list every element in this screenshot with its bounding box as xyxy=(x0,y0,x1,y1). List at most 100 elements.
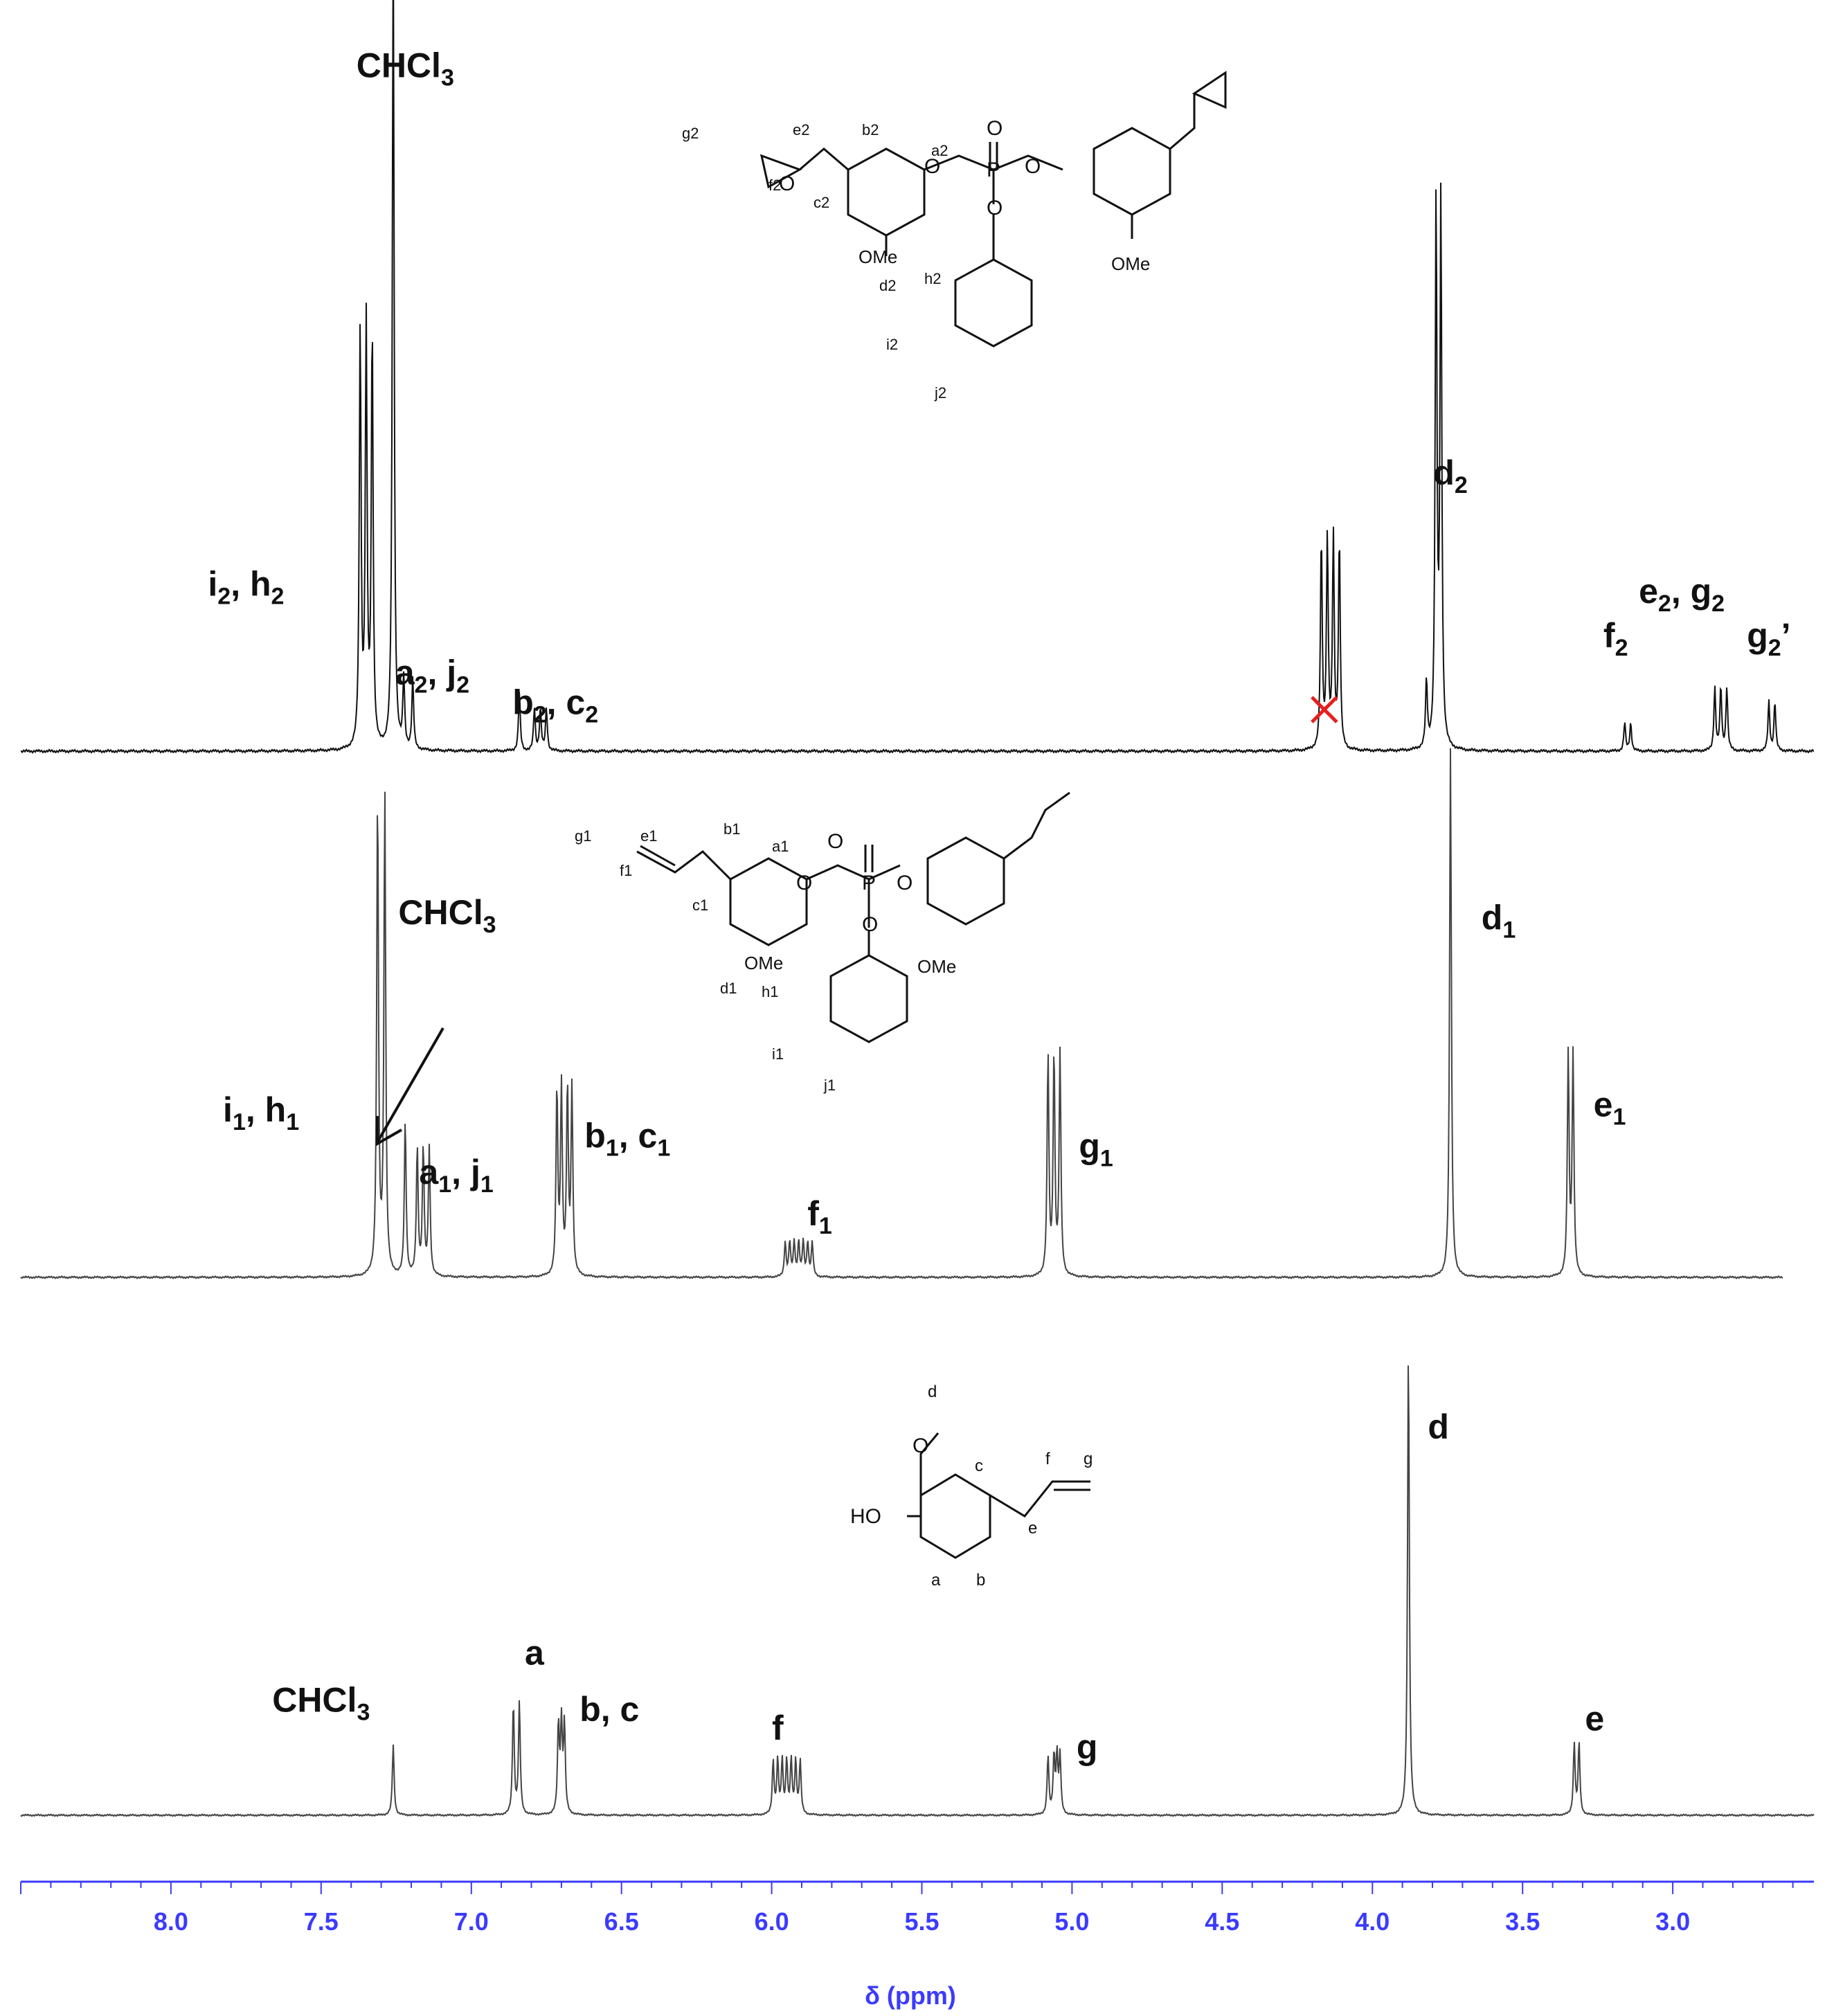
tick-label: 6.0 xyxy=(755,1907,789,1936)
label-a1: a1 xyxy=(772,838,789,855)
label-i1: i1 xyxy=(772,1045,784,1063)
tick-label: 5.5 xyxy=(904,1907,939,1936)
tick-label: 3.0 xyxy=(1655,1907,1690,1936)
peak-label: a2, j2 xyxy=(395,654,469,699)
label-h2: h2 xyxy=(924,270,941,287)
chcl3-arrow xyxy=(376,1027,444,1146)
peak-label: CHCl3 xyxy=(272,1680,370,1725)
tick-label: 8.0 xyxy=(154,1907,188,1936)
label-g1: g1 xyxy=(575,827,591,845)
ring-bottom xyxy=(829,954,908,1043)
atom-o: O xyxy=(779,172,795,195)
label-e1: e1 xyxy=(640,827,657,845)
atom-o: O xyxy=(1025,155,1041,178)
label-j2: j2 xyxy=(934,384,946,402)
epoxide-left xyxy=(759,154,802,189)
label-e: e xyxy=(1028,1519,1037,1538)
atom-ho: HO xyxy=(850,1505,881,1528)
atom-o: O xyxy=(827,830,843,853)
bond-ome xyxy=(919,1432,940,1495)
peak-label: f2 xyxy=(1603,616,1628,661)
spectrum-trace-3 xyxy=(20,1365,1815,1817)
label-f1: f1 xyxy=(620,862,632,879)
peak-label: g1 xyxy=(1079,1127,1113,1172)
label-b: b xyxy=(976,1571,985,1590)
atom-p: P xyxy=(987,159,1000,181)
atom-o: O xyxy=(796,872,812,894)
peak-label: e2, g2 xyxy=(1639,572,1725,617)
peak-label: f1 xyxy=(807,1194,832,1239)
spectrum-trace-2 xyxy=(20,748,1783,1279)
tick-label: 7.0 xyxy=(454,1907,489,1936)
peak-label: e1 xyxy=(1594,1086,1626,1131)
label-c2: c2 xyxy=(813,194,829,211)
tick-label: 4.0 xyxy=(1355,1907,1390,1936)
label-a2: a2 xyxy=(931,142,948,159)
epoxide-right xyxy=(1192,71,1227,109)
structure-bottom xyxy=(907,1432,1090,1559)
label-f: f xyxy=(1045,1450,1050,1468)
label-j1: j1 xyxy=(823,1077,836,1094)
x-axis-label: δ (ppm) xyxy=(865,1981,956,2010)
ring-right xyxy=(1093,127,1171,216)
label-g2: g2 xyxy=(682,125,699,142)
peak-label: b2, c2 xyxy=(512,683,598,728)
label-a: a xyxy=(931,1571,941,1590)
excluded-peak-mark xyxy=(1311,696,1338,723)
bond-o-p-left xyxy=(924,154,994,171)
peak-label: i2, h2 xyxy=(208,564,284,609)
atom-p: P xyxy=(862,872,876,894)
structure-bottom-text: d c f g e a b HO O xyxy=(850,1383,1093,1590)
peak-label: b1, c1 xyxy=(584,1117,670,1162)
bond-allyl xyxy=(636,850,732,881)
structure-top-text: O O P O O O g2 e2 b2 a2 f2 c2 OMe d2 h2 … xyxy=(682,117,1150,402)
atom-o: O xyxy=(987,117,1003,140)
tick-label: 5.0 xyxy=(1054,1907,1089,1936)
tick-label: 4.5 xyxy=(1205,1907,1239,1936)
label-c1: c1 xyxy=(692,897,708,914)
label-d2: d2 xyxy=(879,277,896,294)
bond-right-ch2 xyxy=(1169,93,1196,150)
atom-o: O xyxy=(987,197,1003,219)
label-d: d xyxy=(928,1383,937,1401)
bond-o-p-left xyxy=(806,864,901,881)
bond-allyl xyxy=(989,1480,1090,1518)
bond-p-o-right xyxy=(993,154,1063,171)
atom-o: O xyxy=(924,155,940,178)
label-ome: OMe xyxy=(744,953,783,973)
bond-right-allyl xyxy=(1003,791,1070,860)
label-g: g xyxy=(1084,1450,1093,1468)
peak-label: d1 xyxy=(1482,899,1516,944)
peak-label: i1, h1 xyxy=(223,1090,299,1135)
atom-o: O xyxy=(862,913,878,936)
peak-label: a xyxy=(525,1633,545,1672)
tick-label: 3.5 xyxy=(1505,1907,1540,1936)
atom-o: O xyxy=(912,1434,928,1457)
label-ome: OMe xyxy=(858,246,897,267)
structure-top xyxy=(759,71,1227,348)
peak-label: e xyxy=(1585,1700,1604,1738)
spectra-layer xyxy=(20,0,1815,1817)
peak-label: d2 xyxy=(1433,453,1467,498)
peak-label: b, c xyxy=(579,1690,639,1729)
structure-middle-text: g1 e1 b1 a1 f1 c1 OMe d1 h1 i1 j1 OMe O … xyxy=(575,820,956,1094)
ppm-axis: 8.0 7.5 7.0 6.5 6.0 5.5 5.0 4.5 4.0 3.5 3.0 xyxy=(20,1880,1814,1936)
peak-label: a1, j1 xyxy=(419,1153,493,1198)
peak-label: f xyxy=(772,1709,784,1747)
tick-label: 7.5 xyxy=(304,1907,339,1936)
peak-label: g xyxy=(1077,1727,1098,1766)
spectrum-trace-1 xyxy=(20,0,1815,754)
label-ome-right: OMe xyxy=(1111,253,1150,274)
peak-label: g2’ xyxy=(1747,616,1790,661)
tick-label: 6.5 xyxy=(604,1907,639,1936)
bond-ch2 xyxy=(799,147,849,171)
peak-label: CHCl3 xyxy=(398,893,496,938)
peak-label: CHCl3 xyxy=(357,46,454,91)
label-d1: d1 xyxy=(720,980,737,997)
structure-middle xyxy=(636,791,1070,1043)
label-ome-right: OMe xyxy=(917,956,956,977)
ring-right xyxy=(926,836,1005,926)
label-e2: e2 xyxy=(793,121,809,138)
